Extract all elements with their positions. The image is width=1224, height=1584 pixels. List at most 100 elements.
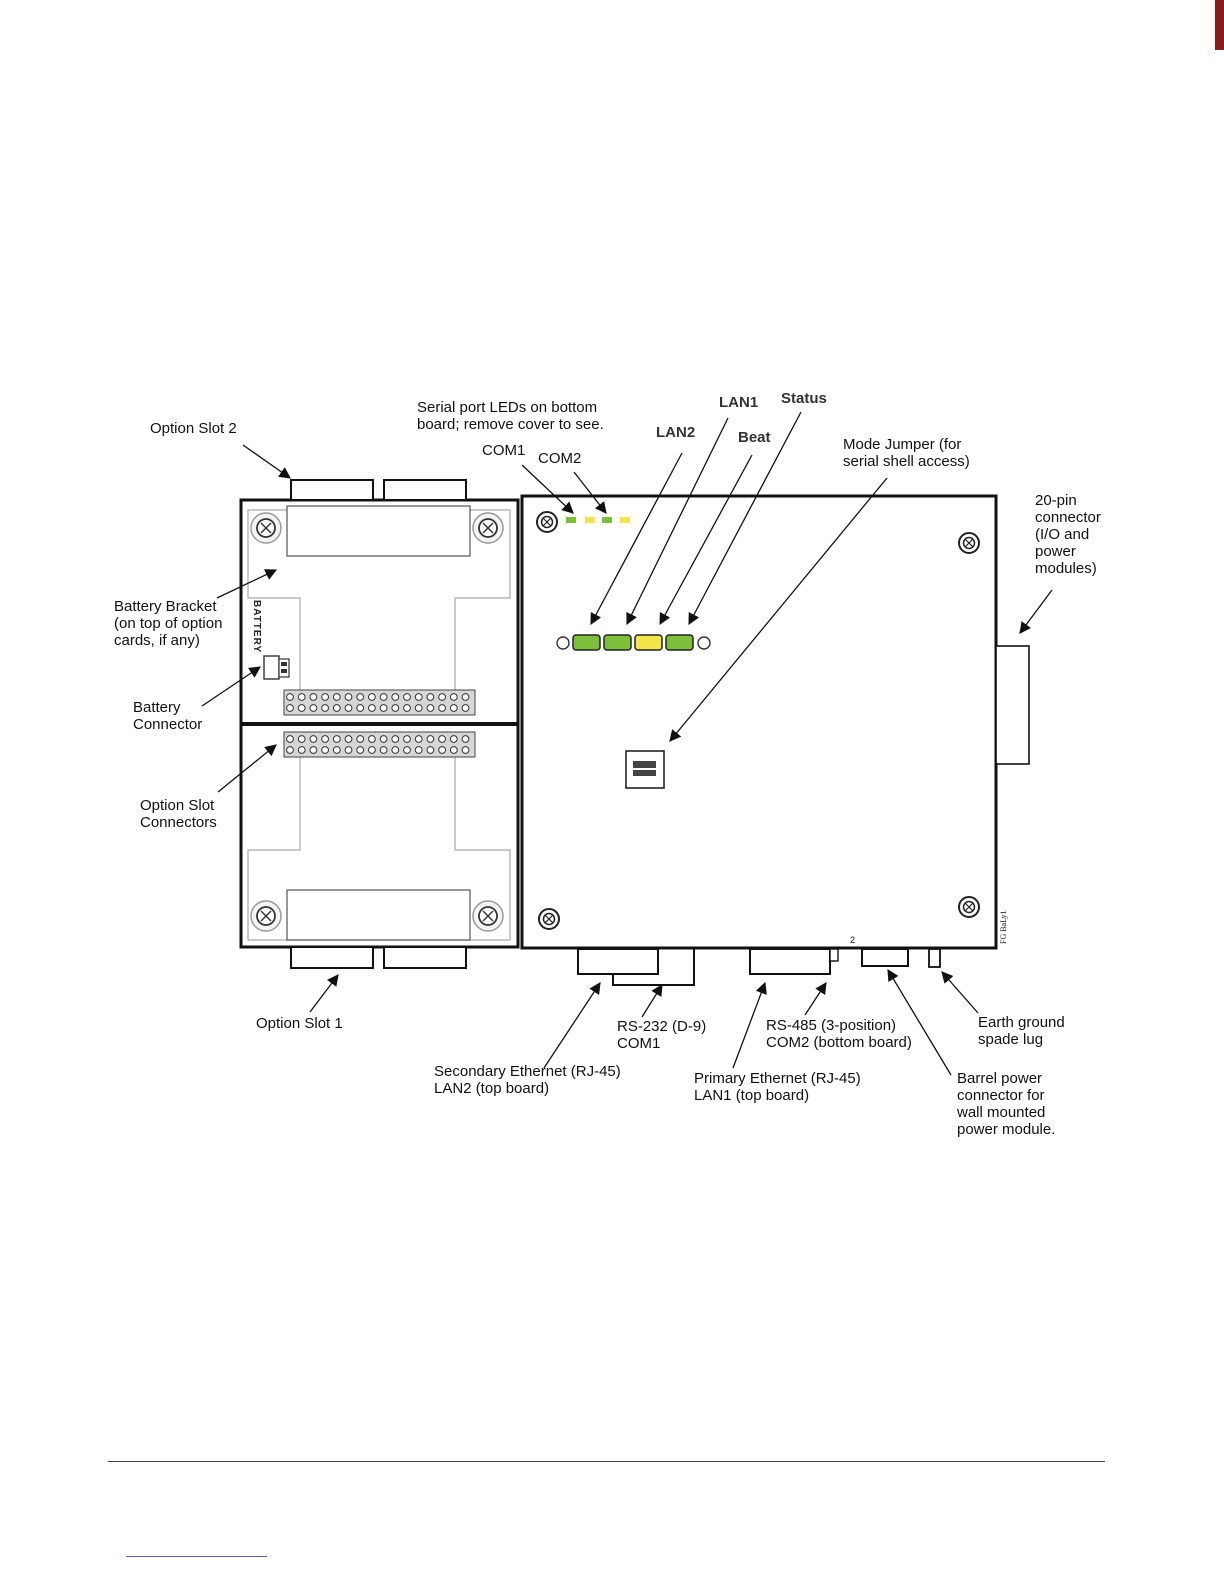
- label-mode-jumper: Mode Jumper (for serial shell access): [843, 436, 970, 470]
- pin: [286, 746, 294, 754]
- pin: [297, 704, 306, 712]
- pin: [356, 735, 365, 743]
- secondary-ethernet-port: [577, 948, 659, 975]
- label-secondary-ethernet: Secondary Ethernet (RJ-45) LAN2 (top boa…: [434, 1063, 621, 1097]
- pin: [332, 704, 341, 712]
- pin: [286, 735, 294, 743]
- pin: [321, 693, 330, 701]
- led-beat: [634, 634, 663, 651]
- pin: [368, 735, 376, 743]
- label-lan1: LAN1: [719, 394, 759, 411]
- screw-icon: [536, 511, 558, 533]
- label-rs485: RS-485 (3-position) COM2 (bottom board): [766, 1017, 912, 1051]
- pin: [426, 746, 435, 754]
- pin: [449, 746, 458, 754]
- battery-text: BATTERY: [251, 600, 262, 653]
- pin: [297, 746, 306, 754]
- serial-port-leds: [566, 517, 630, 523]
- pin: [286, 693, 294, 701]
- dip-switch-icon: [263, 655, 290, 680]
- label-status: Status: [781, 390, 827, 407]
- label-com2: COM2: [538, 450, 582, 467]
- option-card-module: BATTERY: [239, 479, 520, 969]
- pin: [461, 704, 470, 712]
- label-beat: Beat: [738, 429, 771, 446]
- led-com1-rx: [585, 517, 595, 523]
- pin: [426, 704, 435, 712]
- pin: [356, 693, 365, 701]
- screw-icon: [472, 900, 504, 932]
- pin: [461, 693, 470, 701]
- pin: [403, 704, 411, 712]
- pin: [426, 693, 435, 701]
- label-option-slot-connectors: Option Slot Connectors: [140, 797, 217, 831]
- pin: [309, 735, 318, 743]
- label-barrel-power: Barrel power connector for wall mounted …: [957, 1070, 1056, 1138]
- pin: [368, 693, 376, 701]
- pin: [449, 693, 458, 701]
- pin: [414, 693, 423, 701]
- pin: [286, 704, 294, 712]
- earth-ground-lug: [928, 948, 941, 968]
- pin: [426, 735, 435, 743]
- pin: [379, 693, 388, 701]
- pin: [449, 735, 458, 743]
- pin: [321, 704, 330, 712]
- pin: [391, 693, 400, 701]
- pin: [356, 746, 365, 754]
- mode-jumper-icon: [625, 750, 665, 789]
- led-lan1: [603, 634, 632, 651]
- pin: [438, 735, 447, 743]
- pin: [438, 746, 447, 754]
- primary-ethernet-port: [749, 948, 831, 975]
- led-status: [665, 634, 694, 651]
- pin: [379, 704, 388, 712]
- pin: [414, 746, 423, 754]
- pin: [391, 746, 400, 754]
- label-battery-connector: Battery Connector: [133, 699, 203, 733]
- screw-icon: [958, 532, 980, 554]
- pin: [344, 735, 353, 743]
- label-battery-bracket: Battery Bracket (on top of option cards,…: [114, 598, 223, 649]
- label-option-slot-1: Option Slot 1: [256, 1015, 343, 1032]
- footer-rule: [108, 1461, 1105, 1462]
- led-com2-tx: [602, 517, 612, 523]
- label-option-slot-2: Option Slot 2: [150, 420, 237, 437]
- pin: [391, 735, 400, 743]
- pin: [332, 735, 341, 743]
- pin: [344, 693, 353, 701]
- screw-icon: [472, 512, 504, 544]
- pin: [414, 735, 423, 743]
- callout-arrows: [201, 411, 1053, 1076]
- pin: [438, 693, 447, 701]
- screw-icon: [250, 900, 282, 932]
- label-rs232: RS-232 (D-9) COM1: [617, 1018, 707, 1052]
- pin: [297, 735, 306, 743]
- svg-text:2: 2: [850, 935, 855, 945]
- pin-header-icon: [283, 731, 476, 758]
- status-leds: [556, 634, 711, 651]
- pin: [297, 693, 306, 701]
- pin: [368, 704, 376, 712]
- rs485-port: [829, 948, 839, 962]
- pin: [461, 735, 470, 743]
- pin: [309, 704, 318, 712]
- footer-link-underline[interactable]: [126, 1556, 267, 1557]
- led-com2-rx: [620, 517, 630, 523]
- pin: [403, 693, 411, 701]
- led-lan2: [572, 634, 601, 651]
- pin: [332, 746, 341, 754]
- page-edge-marker: [1215, 0, 1224, 50]
- pin: [414, 704, 423, 712]
- pin: [321, 746, 330, 754]
- main-board-module: 2 FG BaLy1: [520, 494, 1030, 986]
- label-lan2: LAN2: [656, 424, 696, 441]
- pin: [309, 746, 318, 754]
- led-com1-tx: [566, 517, 576, 523]
- barrel-power-port: [861, 948, 909, 967]
- pin: [321, 735, 330, 743]
- pin: [368, 746, 376, 754]
- pin: [309, 693, 318, 701]
- pin: [379, 735, 388, 743]
